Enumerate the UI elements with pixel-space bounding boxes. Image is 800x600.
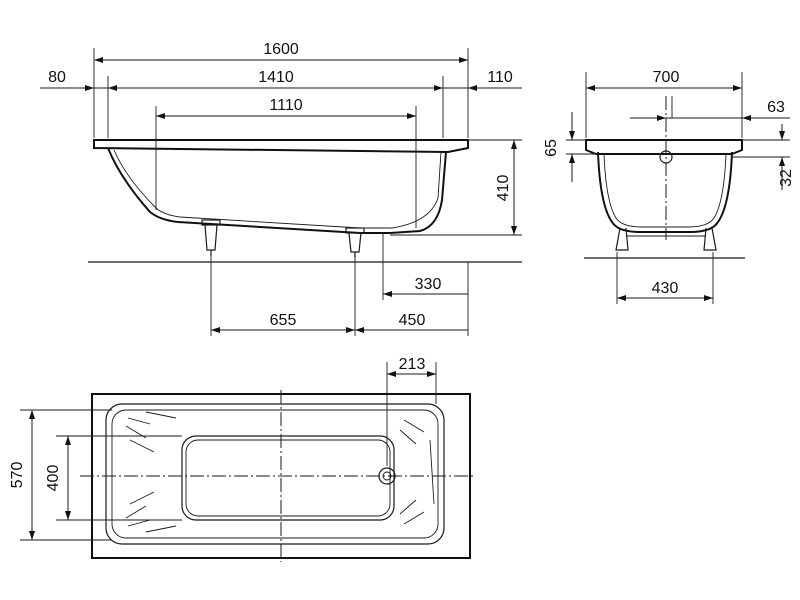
dim-right-offset: 110 bbox=[487, 69, 513, 86]
plan-corner-ribs bbox=[125, 411, 435, 533]
plan-view: 213 570 400 bbox=[9, 356, 476, 562]
dim-height: 410 bbox=[495, 175, 512, 202]
dim-end-width: 700 bbox=[653, 69, 680, 86]
dim-plan-inner-width: 400 bbox=[45, 465, 62, 492]
side-view: 1600 80 1410 110 1110 410 330 655 450 bbox=[40, 41, 522, 336]
plan-inner-basin bbox=[105, 403, 445, 545]
dim-overall-length: 1600 bbox=[263, 41, 299, 58]
plan-bottom-pad bbox=[181, 435, 395, 521]
dim-bottom-length: 1110 bbox=[269, 97, 302, 114]
dim-foot-right-offset: 330 bbox=[415, 276, 442, 293]
dim-foot-to-end: 450 bbox=[399, 312, 426, 329]
dim-feet-spacing: 655 bbox=[270, 312, 297, 329]
dim-end-rim-depth: 65 bbox=[543, 139, 560, 157]
foot-left bbox=[201, 219, 221, 256]
end-view: 700 63 65 32 430 bbox=[543, 69, 795, 304]
end-feet bbox=[615, 227, 717, 251]
side-tub-inner bbox=[113, 149, 442, 229]
side-rim bbox=[93, 139, 469, 154]
dim-plan-outer-width: 570 bbox=[9, 462, 26, 489]
dim-plan-drain-offset: 213 bbox=[399, 356, 426, 373]
dim-inner-top-length: 1410 bbox=[258, 69, 294, 86]
dim-left-offset: 80 bbox=[48, 69, 66, 86]
dim-end-feet-width: 430 bbox=[652, 280, 679, 297]
dim-end-drain-offset: 63 bbox=[767, 99, 785, 116]
side-tub-body bbox=[107, 147, 447, 234]
foot-right bbox=[345, 227, 365, 258]
dim-end-drain-height: 32 bbox=[778, 169, 795, 187]
end-tub-body bbox=[597, 151, 733, 233]
